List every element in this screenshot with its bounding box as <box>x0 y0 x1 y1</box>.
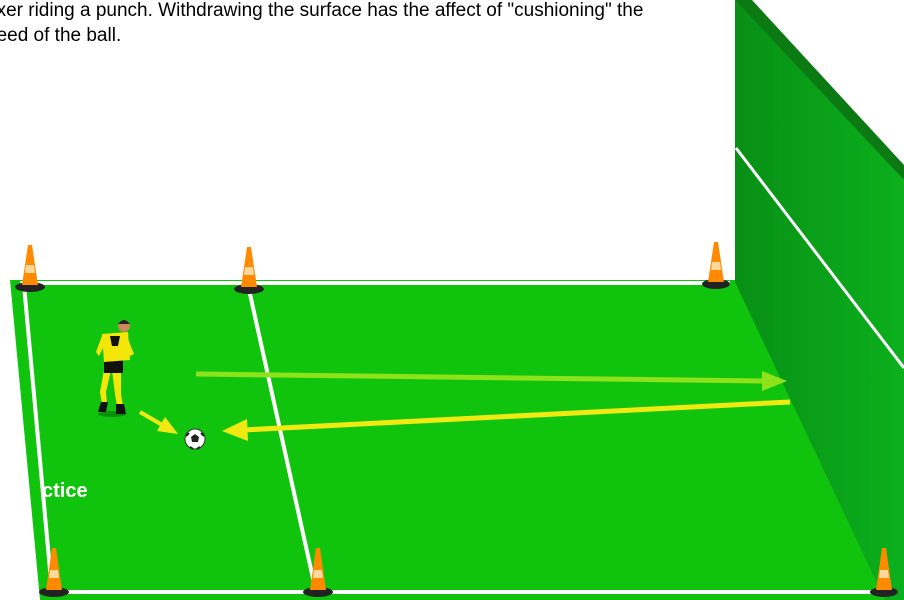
cone-icon <box>702 242 730 289</box>
drill-label: ctice <box>42 480 88 503</box>
cone-icon <box>15 245 45 292</box>
drill-label-text: ctice <box>42 480 88 503</box>
ball-icon <box>185 429 205 449</box>
cone-icon <box>234 247 264 294</box>
